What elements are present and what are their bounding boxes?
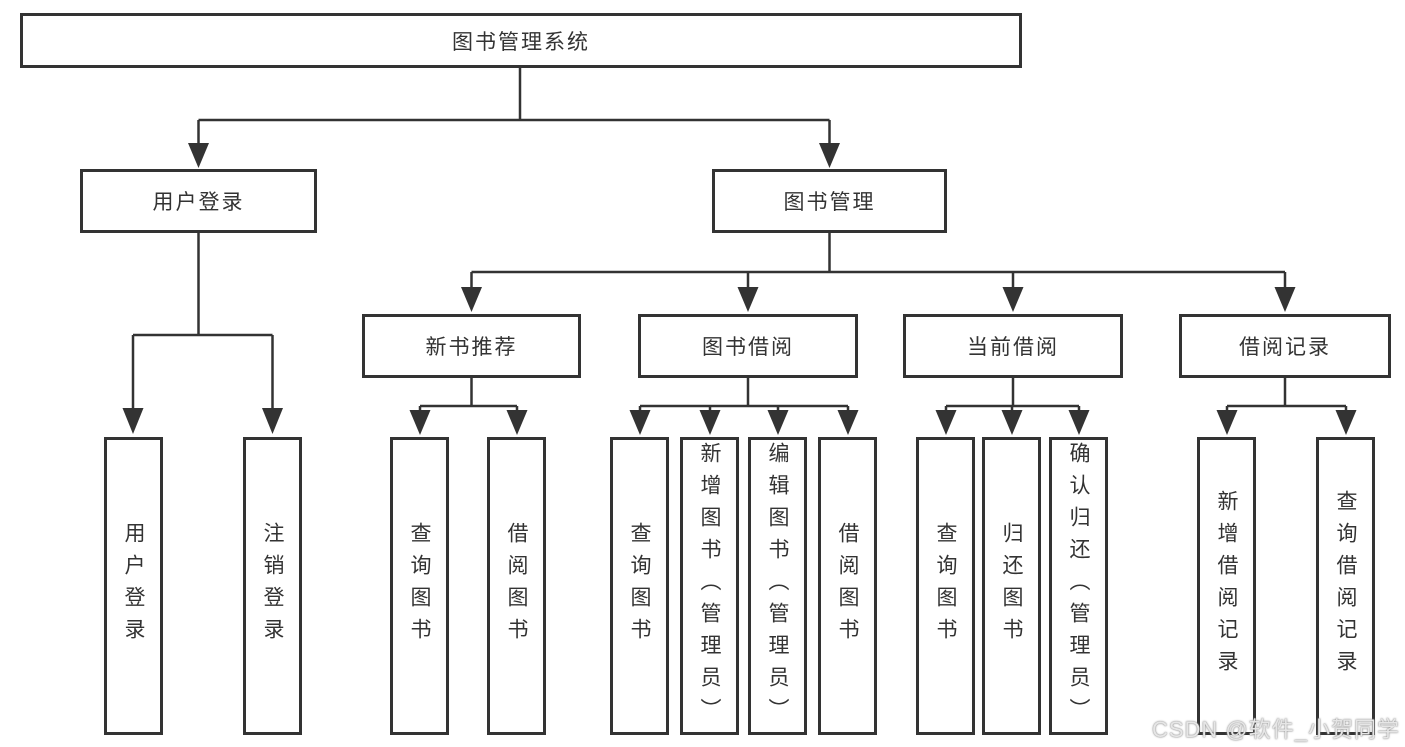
leaf-edit-books-admin: 编辑图书（管理员） [748, 437, 807, 735]
leaf-user-login: 用户登录 [104, 437, 163, 735]
leaf-logout: 注销登录 [243, 437, 302, 735]
leaf-borrow-books: 借阅图书 [818, 437, 877, 735]
leaf-return-books: 归还图书 [982, 437, 1041, 735]
node-book-borrowing: 图书借阅 [638, 314, 858, 378]
leaf-confirm-return-admin: 确认归还（管理员） [1049, 437, 1108, 735]
arrowheads [122, 143, 1357, 435]
leaf-add-borrow-record: 新增借阅记录 [1197, 437, 1256, 735]
node-book-management-module: 图书管理 [712, 169, 947, 233]
node-new-book-recommendation: 新书推荐 [362, 314, 581, 378]
leaf-query-books-current: 查询图书 [916, 437, 975, 735]
leaf-query-books-borrowing: 查询图书 [610, 437, 669, 735]
node-root-system: 图书管理系统 [20, 13, 1022, 68]
leaf-borrow-books-recommend: 借阅图书 [487, 437, 546, 735]
node-user-login-module: 用户登录 [80, 169, 317, 233]
node-current-borrowing: 当前借阅 [903, 314, 1123, 378]
leaf-query-borrow-record: 查询借阅记录 [1316, 437, 1375, 735]
leaf-add-books-admin: 新增图书（管理员） [680, 437, 739, 735]
node-borrowing-records: 借阅记录 [1179, 314, 1391, 378]
leaf-query-books-recommend: 查询图书 [390, 437, 449, 735]
